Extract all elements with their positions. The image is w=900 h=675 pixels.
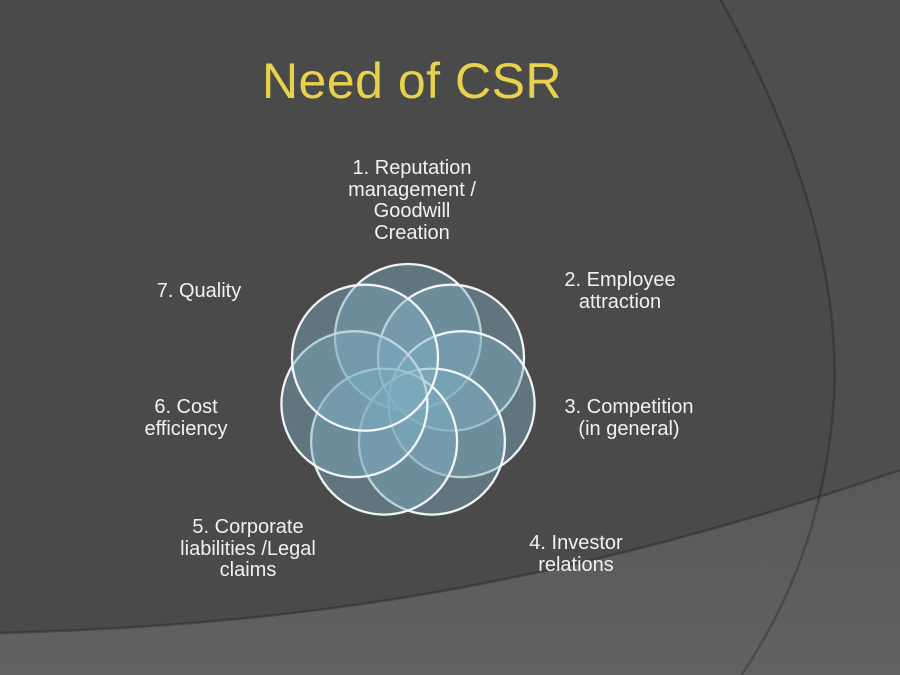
flower-circle [290,283,440,432]
diagram-label-6: 6. Cost efficiency [144,396,228,440]
flower-circle [333,262,483,412]
slide-title: Need of CSR [261,53,563,109]
flower-circle [357,367,507,516]
diagram-label-3: 3. Competition (in general) [564,396,694,440]
diagram-label-1: 1. Reputation management / Goodwill Crea… [348,157,476,244]
flower-circle [387,330,536,479]
diagram-label-2: 2. Employee attraction [564,269,676,313]
diagram-label-7: 7. Quality [156,280,242,302]
circle-flower-diagram [280,262,536,516]
flower-circle [280,330,429,479]
diagram-label-5: 5. Corporate liabilities /Legal claims [180,516,316,581]
diagram-label-4: 4. Investor relations [529,532,623,576]
